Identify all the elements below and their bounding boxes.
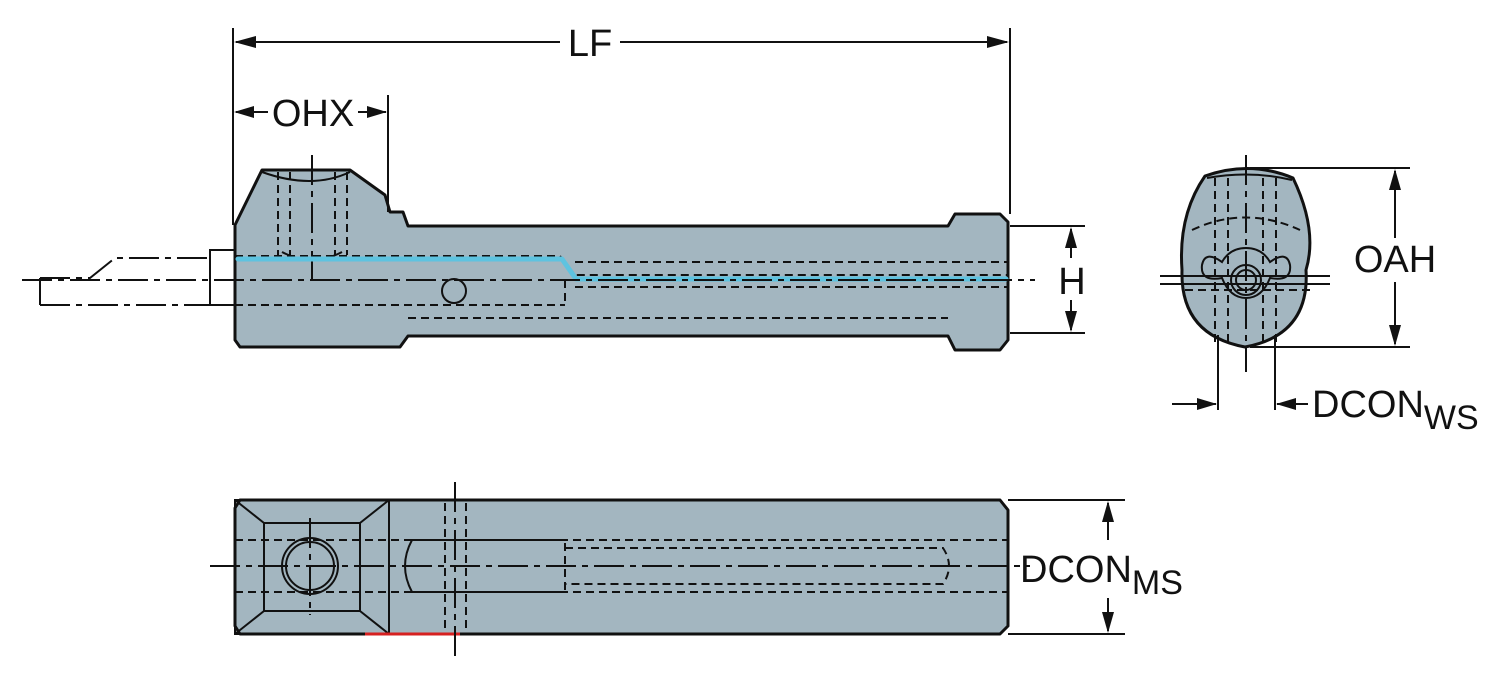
dimension-ohx: OHX (234, 93, 389, 212)
insert-phantom (39, 249, 236, 306)
label-dcon-ws: DCONWS (1312, 384, 1479, 437)
dimension-h: H (1010, 225, 1086, 334)
label-lf: LF (568, 23, 612, 65)
dimension-lf: LF (232, 23, 1011, 225)
dimension-oah: OAH (1250, 167, 1436, 348)
top-view (210, 482, 1030, 656)
end-view (1160, 155, 1330, 372)
label-h: H (1058, 261, 1085, 303)
side-view (22, 155, 1035, 352)
label-ohx: OHX (272, 93, 354, 135)
end-clover-hole (1200, 246, 1292, 300)
dimension-dcon-ws: DCONWS (1172, 335, 1479, 437)
label-dcon-ms: DCONMS (1020, 549, 1183, 602)
side-body (233, 168, 1010, 352)
label-oah: OAH (1354, 239, 1436, 281)
dimension-dcon-ms: DCONMS (1008, 499, 1183, 635)
